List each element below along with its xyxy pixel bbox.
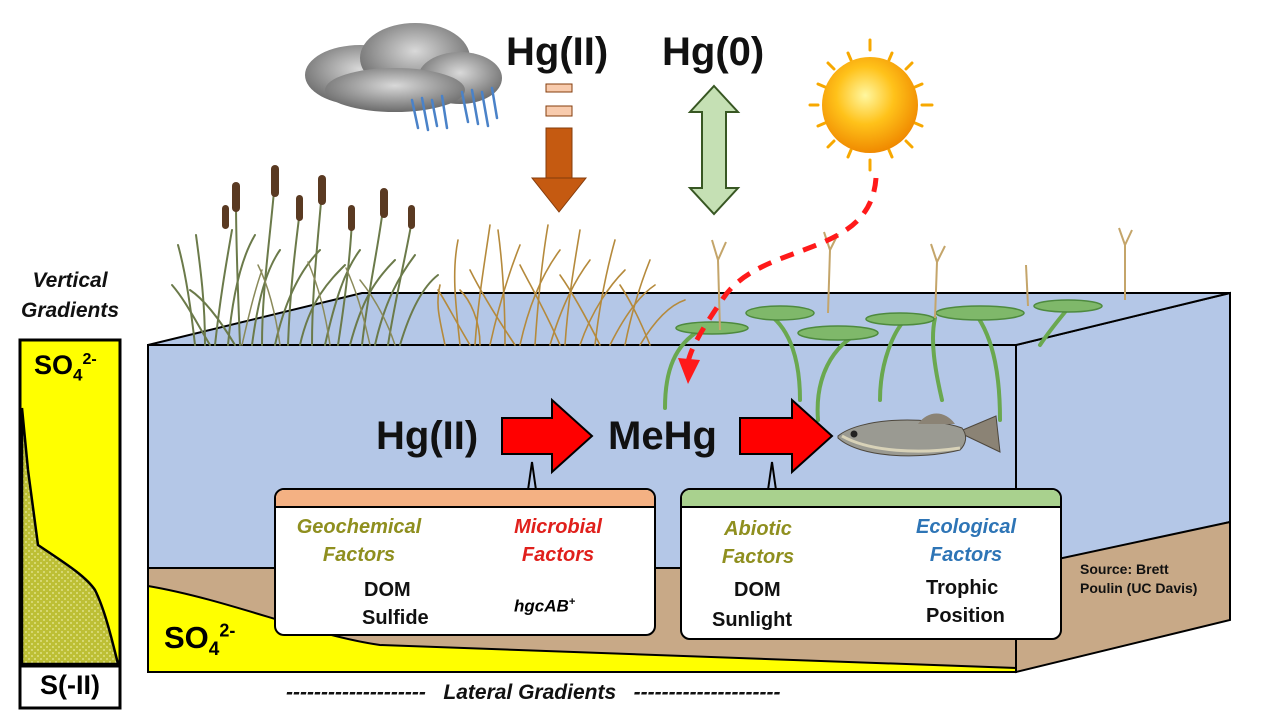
lily-pads (675, 299, 1103, 341)
lateral-dashes-right: --------------------- (633, 681, 781, 704)
ecological-factor-position: Position (926, 605, 1005, 627)
methylation-arrow (501, 397, 594, 475)
vertical-gradients-title: Vertical Gradients (20, 269, 120, 322)
deposition-arrow (530, 83, 588, 213)
abiotic-factors-title: Abiotic Factors (721, 518, 795, 568)
cattail-marsh (171, 165, 439, 346)
rain-cloud-icon (305, 23, 502, 132)
vertical-sulfate-superscript: 2- (82, 351, 97, 368)
fish-icon (837, 413, 1001, 457)
methylmercury-label: MeHg (608, 414, 717, 458)
microbial-factors-title: Microbial Factors (514, 516, 602, 566)
methylation-band (276, 490, 654, 508)
dry-grass-clump (437, 224, 686, 346)
lateral-sulfate-superscript: 2- (219, 620, 236, 641)
sulfide-profile (20, 407, 120, 666)
sunlight-path (685, 177, 879, 363)
ecological-factor-trophic: Trophic (926, 577, 999, 599)
bioaccumulation-band (682, 490, 1060, 508)
lateral-gradients-caption: -------------------- Lateral Gradients -… (286, 681, 781, 705)
lateral-dashes-left: -------------------- (286, 681, 426, 704)
vertical-sulfate-subscript: 4 (73, 365, 83, 385)
hgcab-gene-label: hgcAB+ (514, 596, 576, 616)
abiotic-factor-dom: DOM (734, 579, 781, 601)
hg-deposition-label: Hg(II) (506, 30, 609, 74)
hg-exchange-label: Hg(0) (662, 30, 765, 74)
bioaccumulation-factors-box (680, 488, 1062, 640)
hg-reactant-label: Hg(II) (376, 414, 479, 458)
source-credit: Source: Brett Poulin (UC Davis) (1080, 561, 1198, 596)
geochemical-factor-dom: DOM (364, 579, 411, 601)
exchange-arrow (687, 84, 741, 216)
geochemical-factors-title: Geochemical Factors (296, 516, 422, 566)
geochemical-factor-sulfide: Sulfide (362, 607, 429, 629)
bioaccumulation-arrow (739, 397, 834, 475)
hgcab-gene-superscript: + (568, 596, 576, 608)
lateral-gradients-label: Lateral Gradients (443, 681, 617, 704)
lateral-sulfate-subscript: 4 (208, 639, 220, 661)
vertical-sulfate-label: SO42- (34, 350, 97, 385)
lateral-sulfate-label: SO42- (164, 620, 236, 661)
vertical-sulfide-label: S(-II) (40, 670, 100, 700)
sunlight-arrowhead (678, 358, 700, 384)
abiotic-factor-sunlight: Sunlight (712, 609, 792, 631)
sulfide-label-box (18, 664, 122, 710)
methylation-factors-box (274, 488, 656, 636)
ecological-factors-title: Ecological Factors (915, 516, 1017, 566)
sun-icon (808, 38, 934, 172)
